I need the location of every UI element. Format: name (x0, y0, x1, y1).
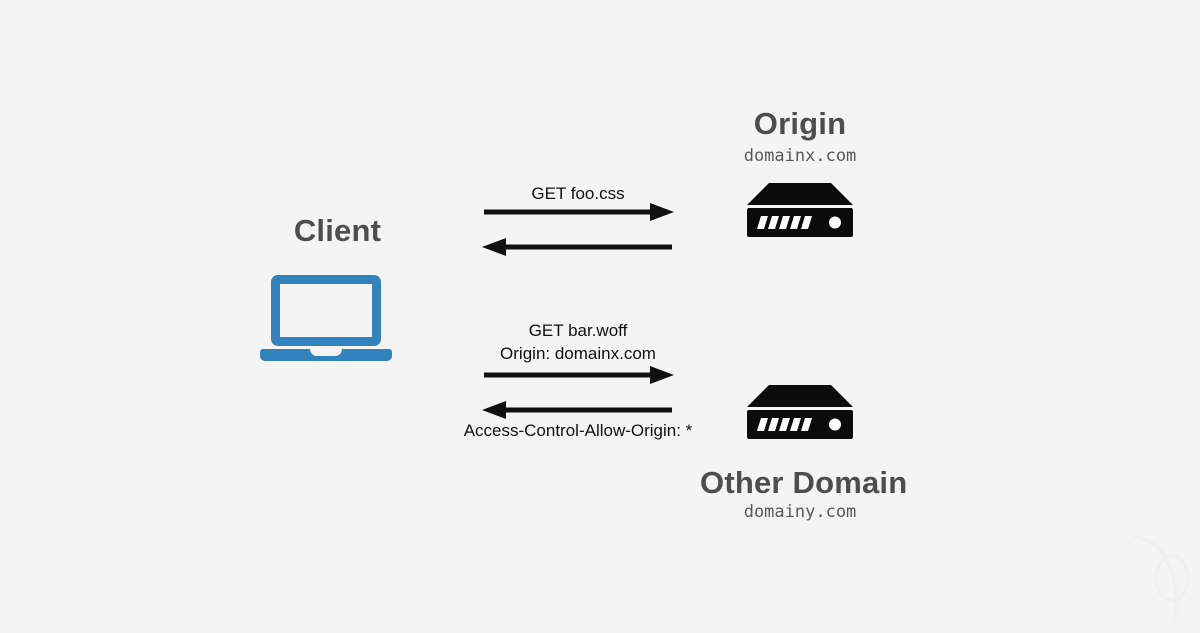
server-icon (747, 183, 853, 237)
cross-origin-exchange: GET bar.woff Origin: domainx.com Access-… (438, 320, 718, 445)
response-label-acao: Access-Control-Allow-Origin: * (463, 421, 693, 440)
same-origin-exchange: GET foo.css (448, 183, 708, 263)
response-arrow-left (482, 401, 672, 419)
response-arrow-left (482, 238, 672, 256)
other-domain-domain: domainy.com (743, 502, 857, 522)
other-domain-node: Other Domain domainy.com (700, 385, 908, 525)
corner-watermark-icon (1122, 532, 1196, 628)
origin-node: Origin domainx.com (700, 108, 900, 243)
request-arrow-right (484, 203, 674, 221)
origin-domain: domainx.com (743, 146, 857, 166)
laptop-notch (310, 349, 342, 356)
laptop-icon (255, 270, 420, 365)
request-label-origin-header: Origin: domainx.com (500, 344, 656, 363)
client-label: Client (293, 213, 382, 248)
request-label-bar-woff: GET bar.woff (528, 321, 628, 340)
request-arrow-right (484, 366, 674, 384)
request-label-foo-css: GET foo.css (531, 184, 625, 203)
other-domain-label: Other Domain (700, 465, 908, 500)
origin-label: Origin (753, 106, 847, 141)
server-icon (747, 385, 853, 439)
client-node: Client (255, 205, 420, 365)
laptop-screen (271, 275, 381, 346)
